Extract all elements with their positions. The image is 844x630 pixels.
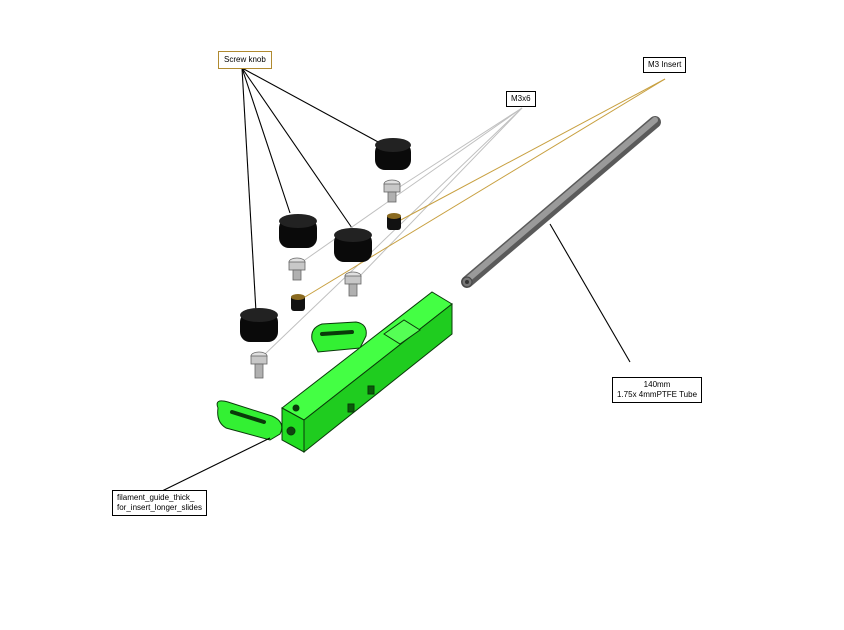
knob-1	[375, 138, 411, 170]
screw-4	[250, 351, 268, 379]
screw-3	[344, 271, 362, 297]
m3-inserts	[291, 213, 401, 311]
front-insert-hole	[286, 426, 296, 436]
leader-m3x6-1	[397, 107, 523, 189]
bar-top-hole	[292, 404, 300, 412]
leader-tube	[549, 223, 631, 363]
screw-knobs	[240, 138, 411, 342]
label-part-line2: for_insert_longer_slides	[117, 503, 202, 512]
screw-1	[383, 179, 401, 203]
knob-3	[334, 228, 372, 262]
insert-1	[387, 213, 401, 230]
rear-slotted-tab	[311, 321, 367, 353]
notch-2	[367, 385, 375, 395]
leader-knob-4	[241, 67, 257, 313]
leader-knob-2	[241, 67, 291, 214]
m3x6-screws	[250, 179, 401, 379]
screw-2	[288, 257, 306, 281]
leader-m3x6-4	[263, 107, 523, 356]
label-m3x6-text: M3x6	[511, 94, 531, 103]
label-tube-line2: 1.75x 4mmPTFE Tube	[617, 390, 698, 399]
leader-knob-3	[241, 67, 353, 229]
front-slot	[230, 410, 266, 424]
knob-2	[279, 214, 317, 248]
label-m3-insert: M3 Insert	[643, 57, 687, 73]
label-part-line1: filament_guide_thick_	[117, 493, 195, 502]
label-screw-knob: Screw knob	[218, 51, 272, 69]
leader-knob-1	[241, 67, 381, 144]
ptfe-tube	[461, 116, 661, 288]
leader-insert-2	[299, 78, 666, 301]
knob-4	[240, 308, 278, 342]
notch-1	[347, 403, 355, 413]
leader-m3x6-3	[357, 107, 523, 279]
label-screw-knob-text: Screw knob	[224, 55, 266, 64]
label-tube-line1: 140mm	[643, 380, 671, 389]
rear-slot	[320, 330, 354, 336]
raised-block-top	[383, 319, 421, 345]
screw-knob-leaders	[241, 67, 381, 313]
label-ptfe-tube: 140mm 1.75x 4mmPTFE Tube	[612, 377, 703, 403]
leader-insert-1	[396, 78, 666, 223]
label-m3-insert-text: M3 Insert	[648, 60, 682, 69]
leader-part	[159, 437, 271, 493]
filament-guide-part	[216, 291, 453, 454]
label-part-name: filament_guide_thick_ for_insert_longer_…	[112, 490, 207, 516]
label-m3x6: M3x6	[506, 91, 536, 107]
insert-2	[291, 294, 305, 311]
front-slotted-tab	[216, 400, 283, 441]
m3-insert-leaders	[299, 78, 666, 301]
